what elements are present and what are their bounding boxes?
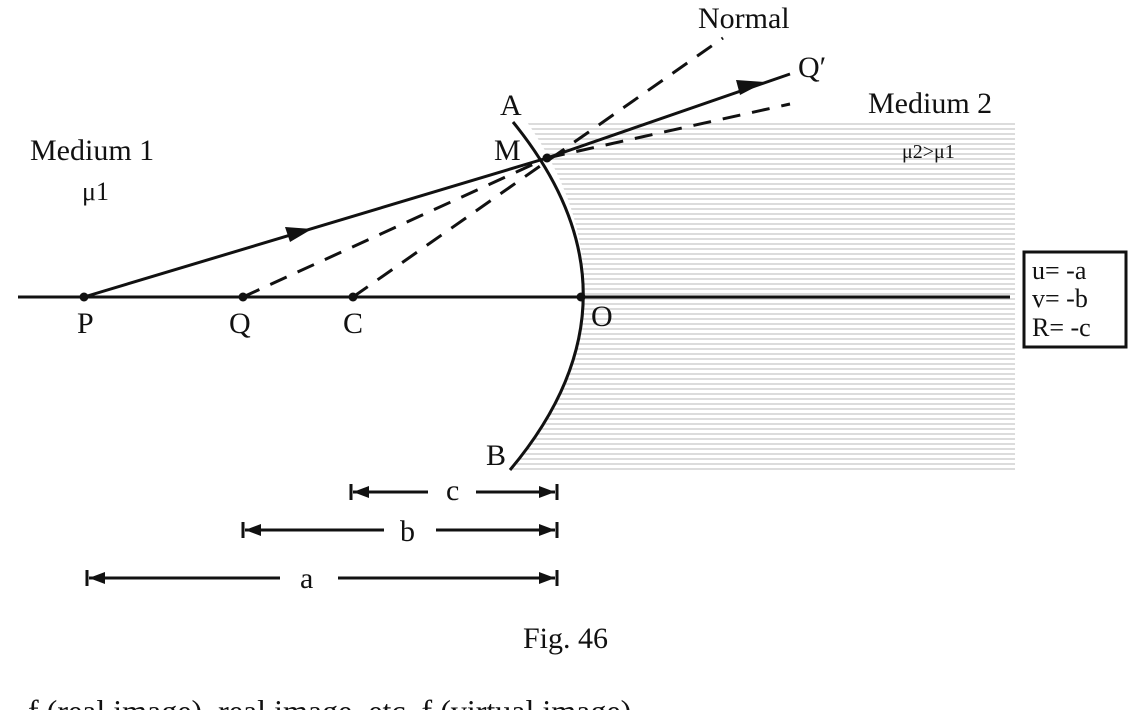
refracted-ray-arrow	[736, 80, 765, 95]
medium-1-name: Medium 1	[30, 134, 154, 167]
extended-incident-ray	[546, 102, 791, 160]
sign-v: v= -b	[1032, 284, 1088, 313]
dimension-a-label: a	[300, 562, 313, 595]
sign-u: u= -a	[1032, 256, 1087, 285]
medium-1-index: μ1	[82, 177, 109, 206]
figure-caption: Fig. 46	[523, 622, 608, 655]
dimension-c	[349, 484, 559, 500]
dimension-c-label: c	[446, 474, 459, 507]
dimension-a	[85, 570, 559, 586]
medium-2-relation: μ2>μ1	[902, 141, 955, 163]
label-p: P	[77, 307, 94, 340]
footer-text: f (real image), real image, etc. f (virt…	[28, 693, 631, 710]
label-c: C	[343, 307, 363, 340]
virtual-image-ray	[242, 156, 548, 299]
point-p-dot	[79, 292, 89, 302]
sign-r: R= -c	[1032, 313, 1091, 342]
sign-convention-box	[1022, 250, 1128, 349]
incident-ray	[83, 156, 548, 299]
point-q-dot	[238, 292, 248, 302]
dimension-b-label: b	[400, 515, 415, 548]
point-o-dot	[576, 292, 586, 302]
incident-ray-arrow	[285, 227, 312, 242]
label-m: M	[494, 134, 521, 167]
label-o: O	[591, 300, 613, 333]
label-b: B	[486, 439, 506, 472]
normal-line	[352, 36, 724, 299]
label-q: Q	[229, 307, 251, 340]
medium-2-name: Medium 2	[868, 87, 992, 120]
label-a: A	[500, 89, 522, 122]
dimension-b	[241, 522, 559, 538]
label-normal: Normal	[698, 2, 790, 35]
point-m-dot	[542, 153, 552, 163]
point-c-dot	[348, 292, 358, 302]
label-q-prime: Q′	[798, 51, 826, 84]
